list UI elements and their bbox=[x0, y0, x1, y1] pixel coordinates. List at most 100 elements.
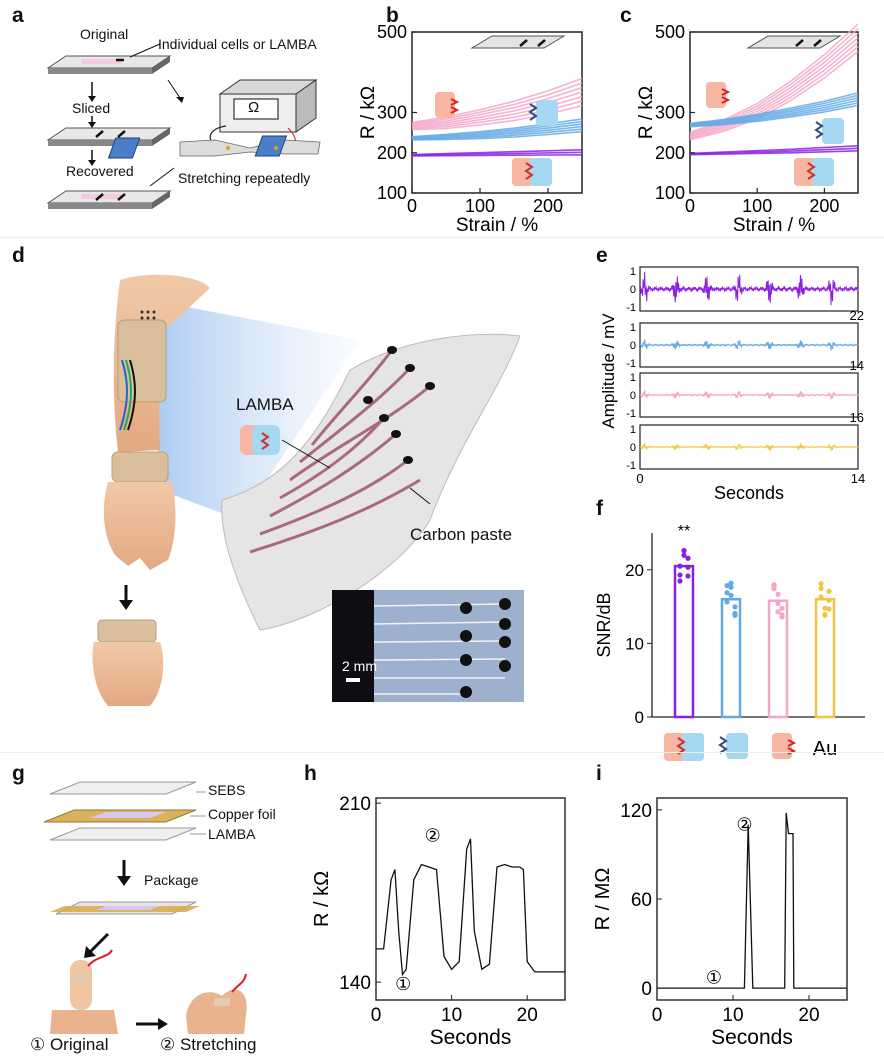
series-line bbox=[689, 150, 859, 156]
x-tick-label: 20 bbox=[798, 1005, 819, 1026]
x-axis-label: Seconds bbox=[714, 483, 784, 503]
series-line bbox=[689, 145, 859, 155]
x-tick-label: 0 bbox=[652, 1005, 663, 1026]
label-stretching-repeatedly: Stretching repeatedly bbox=[178, 170, 311, 186]
series-line bbox=[689, 94, 859, 125]
y-tick-label: 0 bbox=[630, 442, 636, 454]
y-tick-label: 0 bbox=[635, 708, 644, 727]
anion-block-icon bbox=[682, 733, 704, 761]
series-line bbox=[411, 82, 583, 125]
data-point bbox=[826, 588, 832, 594]
charge-icon bbox=[676, 737, 686, 755]
snr-bar bbox=[673, 564, 695, 719]
series-line bbox=[689, 102, 859, 127]
label-original-state: ① Original bbox=[30, 1035, 109, 1054]
x-tick-label: 0 bbox=[636, 471, 643, 486]
slab-icon bbox=[746, 35, 842, 49]
charge-icon bbox=[814, 121, 824, 139]
label-original: Original bbox=[80, 26, 129, 42]
data-point bbox=[728, 592, 734, 598]
data-point bbox=[677, 563, 683, 569]
series-line bbox=[689, 97, 859, 126]
y-tick-label: 1 bbox=[630, 266, 636, 278]
snr-bar bbox=[767, 599, 789, 719]
slab-icon bbox=[470, 35, 566, 49]
series-line bbox=[689, 50, 859, 141]
data-point bbox=[732, 604, 738, 610]
x-axis-label: Seconds bbox=[430, 1026, 512, 1049]
y-tick-label: -1 bbox=[626, 358, 636, 370]
data-point bbox=[685, 555, 691, 561]
state-marker: ② bbox=[736, 815, 752, 835]
y-axis-label: R / MΩ bbox=[595, 868, 614, 931]
emg-trace bbox=[639, 390, 859, 400]
label-lamba: LAMBA bbox=[236, 395, 294, 414]
series-line bbox=[411, 128, 583, 141]
x-tick-label: 100 bbox=[742, 196, 772, 216]
label-sebs: SEBS bbox=[208, 782, 246, 798]
label-carbon-paste: Carbon paste bbox=[410, 525, 513, 544]
resistance-trace bbox=[657, 812, 847, 989]
series-line bbox=[411, 123, 583, 139]
slab-original bbox=[46, 55, 172, 74]
x-tick-label: 0 bbox=[407, 196, 417, 216]
series-line bbox=[689, 46, 859, 140]
series-line bbox=[689, 37, 859, 137]
series-line bbox=[689, 104, 859, 128]
data-point bbox=[685, 573, 691, 579]
panel-label-d: d bbox=[12, 244, 25, 267]
panel-label-h: h bbox=[304, 762, 317, 785]
x-tick-label: 10 bbox=[441, 1005, 462, 1026]
anion-block-icon bbox=[822, 118, 844, 144]
series-line bbox=[411, 130, 583, 141]
charge-icon bbox=[721, 88, 731, 104]
y-tick-label: 500 bbox=[377, 22, 407, 42]
data-point bbox=[732, 610, 738, 617]
y-tick-label: 140 bbox=[339, 973, 371, 994]
y-tick-label: -1 bbox=[626, 408, 636, 420]
x-tick-label: 14 bbox=[851, 471, 865, 486]
slab-recovered bbox=[46, 190, 172, 209]
fist bbox=[92, 619, 164, 706]
electrode-membrane bbox=[221, 333, 521, 631]
data-point bbox=[771, 586, 777, 592]
data-point bbox=[826, 606, 832, 612]
x-axis-label: Strain / % bbox=[456, 215, 538, 236]
anion-block-icon bbox=[530, 158, 552, 186]
charge-icon bbox=[528, 103, 538, 121]
x-tick-label: 10 bbox=[722, 1005, 743, 1026]
data-point bbox=[822, 611, 828, 617]
y-tick-label: 1 bbox=[630, 424, 636, 436]
slab-cut bbox=[537, 39, 546, 47]
emg-trace bbox=[639, 339, 859, 351]
y-tick-label: 100 bbox=[655, 183, 685, 203]
significance-mark: ** bbox=[678, 523, 690, 540]
plot-frame bbox=[375, 797, 566, 1001]
data-point bbox=[681, 552, 687, 558]
category-label: Au bbox=[813, 738, 837, 760]
panel-label-c: c bbox=[620, 4, 632, 27]
panel-label-b: b bbox=[386, 4, 399, 27]
cation-block-icon bbox=[706, 82, 726, 108]
y-tick-label: 120 bbox=[620, 801, 652, 822]
emg-trace bbox=[639, 442, 859, 452]
anion-block-icon bbox=[726, 733, 748, 759]
y-tick-label: 20 bbox=[625, 561, 644, 580]
series-line bbox=[411, 154, 583, 157]
data-point bbox=[775, 600, 781, 607]
emg-trace bbox=[639, 271, 859, 306]
y-tick-label: 60 bbox=[631, 890, 652, 911]
label-copper-foil: Copper foil bbox=[208, 806, 276, 822]
y-tick-label: 1 bbox=[630, 372, 636, 384]
data-point bbox=[724, 583, 730, 589]
panel-g: SEBS Copper foil LAMBA Package ① Origina… bbox=[0, 752, 300, 1057]
slab-cut bbox=[813, 39, 822, 47]
y-tick-label: 0 bbox=[630, 284, 636, 296]
data-point bbox=[724, 599, 730, 605]
y-axis-label: Amplitude / mV bbox=[599, 313, 618, 429]
charge-icon bbox=[524, 162, 534, 180]
y-tick-label: 0 bbox=[630, 340, 636, 352]
